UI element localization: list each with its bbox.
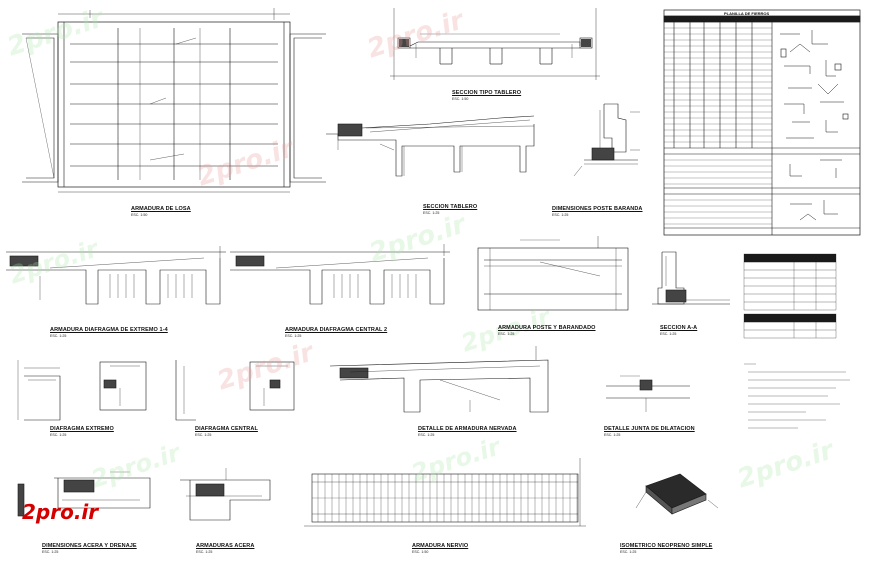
scale-armadura-poste-barandado: ESC. 1:25: [498, 332, 515, 336]
diafragma-extremo-section: [17, 360, 147, 421]
scale-seccion-tipo-tablero: ESC. 1:50: [452, 97, 469, 101]
label-armadura-diafragma-central: ARMADURA DIAFRAGMA CENTRAL 2: [285, 327, 388, 333]
planilla-fierros-table: [663, 9, 861, 236]
planilla-title: PLANILLA DE FIERROS: [724, 11, 770, 16]
label-dimensiones-acera-drenaje: DIMENSIONES ACERA Y DRENAJE: [42, 543, 137, 549]
scale-isometrico-neopreno: ESC. 1:25: [620, 550, 637, 554]
label-seccion-tablero: SECCION TABLERO: [423, 204, 478, 210]
label-seccion-tipo-tablero: SECCION TIPO TABLERO: [452, 90, 522, 96]
notes-block: [744, 363, 850, 429]
scale-detalle-junta-dilatacion: ESC. 1:25: [604, 433, 621, 437]
losa-plan-view: [22, 8, 326, 193]
armadura-nervada-detail: [329, 346, 549, 413]
label-diafragma-extremo: DIAFRAGMA EXTREMO: [50, 426, 114, 432]
label-armadura-poste-barandado: ARMADURA POSTE Y BARANDADO: [498, 325, 596, 331]
label-detalle-armadura-nervada: DETALLE DE ARMADURA NERVADA: [418, 426, 517, 432]
seccion-tipo-tablero: [390, 8, 600, 80]
scale-detalle-armadura-nervada: ESC. 1:25: [418, 433, 435, 437]
scale-dimensiones-poste-baranda: ESC. 1:25: [552, 213, 569, 217]
scale-seccion-a-a: ESC. 1:25: [660, 332, 677, 336]
label-armaduras-acera: ARMADURAS ACERA: [196, 543, 255, 549]
scale-diafragma-extremo: ESC. 1:25: [50, 433, 67, 437]
cantidades-table: [743, 253, 837, 339]
junta-dilatacion-detail: [606, 375, 690, 412]
neopreno-isometric: [635, 473, 719, 515]
label-diafragma-central: DIAFRAGMA CENTRAL: [195, 426, 258, 432]
poste-barandado-elevation: [477, 236, 629, 311]
scale-seccion-tablero: ESC. 1:25: [423, 211, 440, 215]
diafragma-extremo-elevation: [6, 246, 226, 305]
label-detalle-junta-dilatacion: DETALLE JUNTA DE DILATACION: [604, 426, 695, 432]
scale-armadura-de-losa: ESC. 1:50: [131, 213, 148, 217]
label-armadura-de-losa: ARMADURA DE LOSA: [131, 206, 191, 212]
scale-diafragma-central: ESC. 1:25: [195, 433, 212, 437]
label-armadura-diafragma-extremo: ARMADURA DIAFRAGMA DE EXTREMO 1-4: [50, 327, 168, 333]
scale-armadura-diafragma-central: ESC. 1:25: [285, 334, 302, 338]
diafragma-central-elevation: [230, 244, 450, 305]
brand-logo: 2pro.ir: [22, 500, 99, 524]
poste-baranda: [573, 103, 640, 177]
label-armadura-nervio: ARMADURA NERVIO: [412, 543, 469, 549]
label-seccion-a-a: SECCION A-A: [660, 325, 698, 331]
label-dimensiones-poste-baranda: DIMENSIONES POSTE BARANDA: [552, 206, 643, 212]
scale-armaduras-acera: ESC. 1:25: [196, 550, 213, 554]
diafragma-central-section: [175, 360, 295, 421]
armadura-nervio: [304, 458, 586, 527]
seccion-a-a: [652, 251, 730, 305]
armaduras-acera: [180, 468, 271, 521]
scale-dimensiones-acera-drenaje: ESC. 1:25: [42, 550, 59, 554]
scale-armadura-diafragma-extremo: ESC. 1:25: [50, 334, 67, 338]
label-isometrico-neopreno: ISOMETRICO NEOPRENO SIMPLE: [620, 543, 713, 549]
acera-drenaje: [17, 471, 151, 517]
seccion-tablero: [326, 115, 535, 177]
scale-armadura-nervio: ESC. 1:50: [412, 550, 429, 554]
